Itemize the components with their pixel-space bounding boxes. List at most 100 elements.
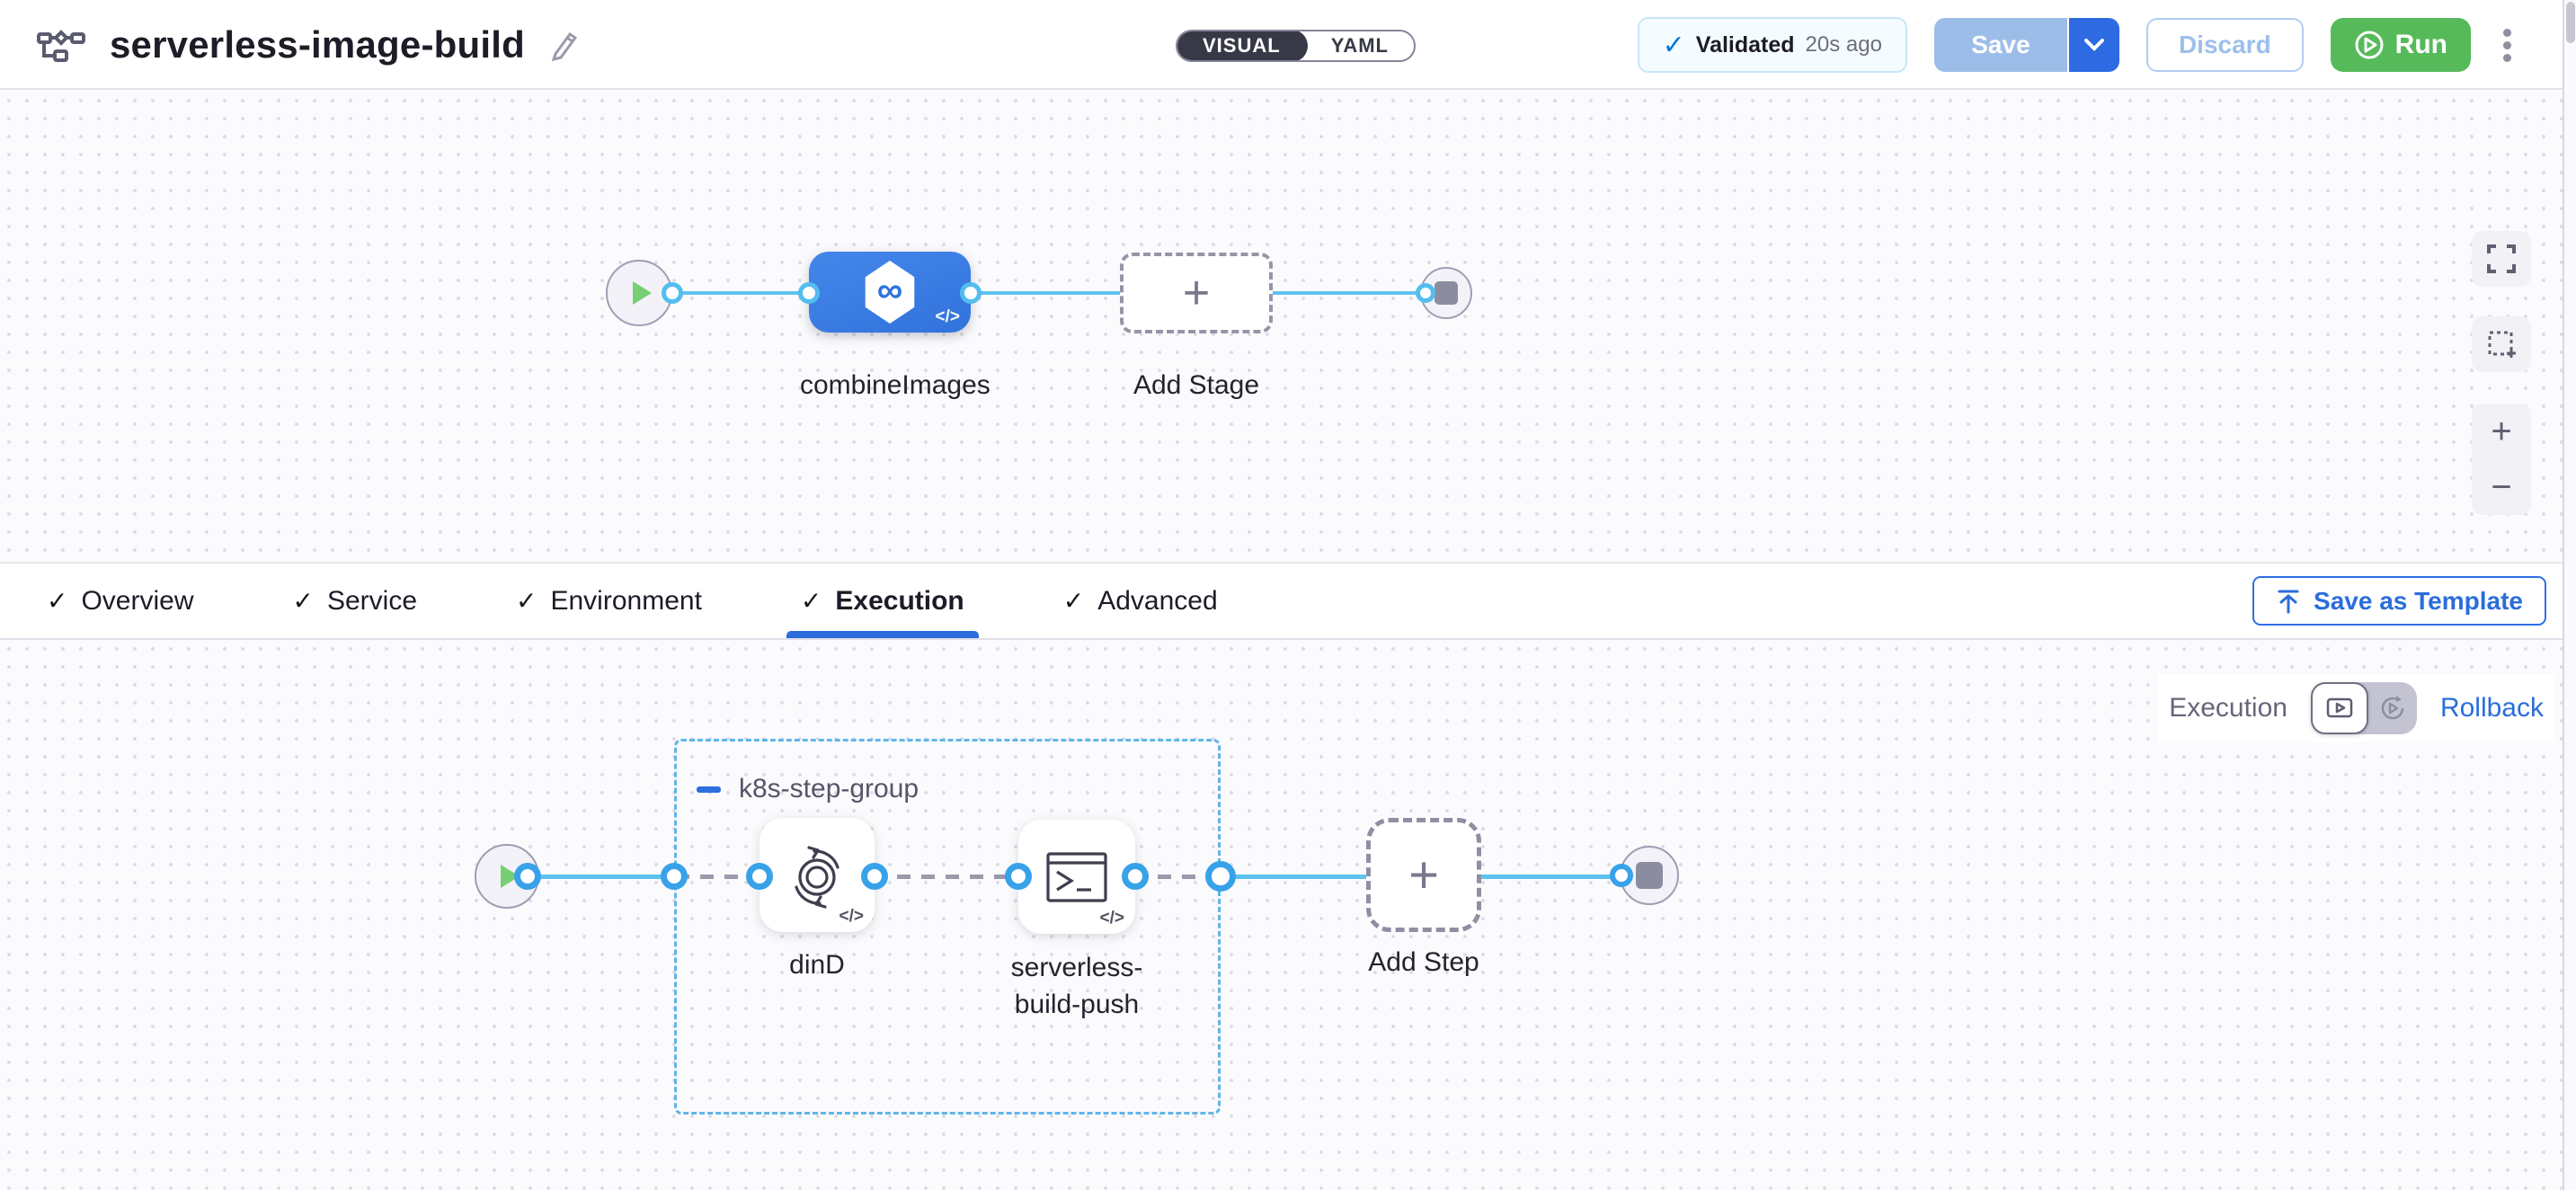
tab-check-icon: ✓ (516, 587, 537, 615)
rollback-view-icon (2381, 696, 2404, 720)
stop-icon (1636, 862, 1663, 889)
stage-connector-line (672, 291, 813, 295)
stage-label: combineImages (800, 370, 990, 400)
tab-advanced[interactable]: ✓ Advanced (1063, 564, 1218, 638)
stage-connector-line (1271, 291, 1426, 295)
header: serverless-image-build VISUAL YAML ✓ Val… (0, 0, 2576, 90)
stage-node-combineimages[interactable]: ∞ </> (809, 252, 971, 333)
step-node-dind[interactable]: </> (759, 818, 875, 932)
page-title: serverless-image-build (110, 23, 525, 66)
step-connector-dashed (873, 875, 1020, 879)
code-icon: </> (839, 907, 864, 926)
yaml-toggle-option[interactable]: YAML (1330, 34, 1389, 57)
kebab-menu-icon[interactable] (2498, 23, 2517, 67)
header-actions: ✓ Validated 20s ago Save Discard Run (1637, 0, 2517, 90)
add-step-label: Add Step (1368, 947, 1479, 977)
connector-port (746, 863, 773, 890)
validated-label: Validated (1695, 31, 1795, 58)
tab-label: Overview (81, 585, 194, 616)
save-split-button: Save (1933, 18, 2119, 72)
step-group-header: k8s-step-group (697, 774, 919, 804)
execution-rollback-toggle (2310, 682, 2417, 734)
plus-icon: + (1182, 267, 1211, 319)
connector-port (861, 863, 888, 890)
tab-check-icon: ✓ (1062, 587, 1085, 615)
stage-canvas: ∞ </> + combineImages Add Stage (0, 92, 2576, 562)
tab-check-icon: ✓ (47, 587, 68, 615)
tab-overview[interactable]: ✓ Overview (47, 564, 194, 638)
tab-environment[interactable]: ✓ Environment (516, 564, 702, 638)
step-node-serverless-build-push[interactable]: </> (1018, 820, 1135, 934)
template-upload-icon (2278, 590, 2299, 613)
zoom-out-button[interactable]: − (2472, 459, 2531, 515)
multi-select-button[interactable] (2472, 316, 2531, 372)
plus-icon: + (1408, 845, 1439, 904)
execution-canvas: Execution Rollback (0, 640, 2576, 1190)
stage-type-hexagon: ∞ (865, 261, 915, 324)
tab-execution[interactable]: ✓ Execution (786, 564, 979, 638)
validated-check-icon: ✓ (1662, 30, 1685, 60)
scrollbar-thumb[interactable] (2566, 2, 2575, 43)
stage-tabbar: ✓ Overview ✓ Service ✓ Environment ✓ Exe… (0, 562, 2576, 640)
execution-rollback-bar: Execution Rollback (2158, 674, 2554, 742)
add-stage-label: Add Stage (1133, 370, 1260, 400)
connector-port (960, 282, 982, 304)
tab-service[interactable]: ✓ Service (293, 564, 418, 638)
connector-port (1005, 863, 1032, 890)
step-connector-dashed (676, 875, 761, 879)
start-play-icon (632, 281, 652, 305)
code-icon: </> (1099, 909, 1124, 928)
rollback-view-option[interactable] (2368, 694, 2417, 723)
active-tab-indicator (786, 631, 979, 638)
collapse-group-icon[interactable] (697, 786, 721, 793)
execution-mode-label: Execution (2169, 693, 2287, 723)
fullscreen-button[interactable] (2472, 231, 2531, 287)
fullscreen-icon (2487, 244, 2516, 273)
connector-port (1205, 861, 1236, 892)
selection-marquee-icon (2488, 331, 2516, 358)
step-label-dind: dinD (789, 950, 845, 980)
connector-port (661, 863, 688, 890)
tab-label: Advanced (1097, 585, 1218, 616)
visual-yaml-toggle: VISUAL YAML (1176, 30, 1416, 62)
tab-check-icon: ✓ (292, 587, 314, 615)
connector-port (514, 863, 541, 890)
connector-port (1122, 863, 1149, 890)
save-as-template-button[interactable]: Save as Template (2252, 576, 2546, 626)
visual-toggle-option[interactable]: VISUAL (1177, 31, 1308, 60)
code-icon: </> (935, 307, 960, 326)
execution-view-icon (2326, 697, 2353, 718)
validated-time: 20s ago (1805, 32, 1882, 57)
run-button[interactable]: Run (2330, 18, 2471, 72)
step-connector-line (527, 875, 676, 879)
discard-button[interactable]: Discard (2145, 18, 2304, 72)
step-group-name: k8s-step-group (739, 774, 919, 804)
edit-pencil-icon[interactable] (548, 27, 579, 63)
zoom-in-button[interactable]: + (2472, 404, 2531, 459)
execution-view-option[interactable] (2310, 682, 2368, 734)
execution-end-node (1620, 846, 1679, 905)
save-button[interactable]: Save (1933, 18, 2067, 72)
scrollbar-track (2563, 0, 2576, 1190)
stage-connector-line (969, 291, 1124, 295)
run-label: Run (2394, 30, 2447, 59)
service-gear-icon (795, 845, 839, 909)
step-label-serverless: serverless-build-push (1010, 953, 1143, 1019)
save-options-caret[interactable] (2066, 18, 2119, 72)
pipeline-icon (37, 30, 85, 62)
step-group-k8s: k8s-step-group (674, 739, 1221, 1115)
run-step-terminal-icon (1046, 851, 1107, 902)
connector-port (798, 282, 820, 304)
rollback-link[interactable]: Rollback (2439, 693, 2544, 723)
run-play-icon (2355, 31, 2384, 59)
connector-port (662, 282, 683, 304)
chevron-down-icon (2083, 39, 2104, 51)
add-stage-button[interactable]: + (1120, 253, 1273, 333)
validated-badge[interactable]: ✓ Validated 20s ago (1637, 17, 1907, 73)
step-connector-dashed (1133, 875, 1221, 879)
connector-port (1416, 283, 1435, 303)
add-step-button[interactable]: + (1366, 818, 1481, 932)
title-group: serverless-image-build (36, 0, 579, 90)
tab-check-icon: ✓ (800, 587, 822, 615)
